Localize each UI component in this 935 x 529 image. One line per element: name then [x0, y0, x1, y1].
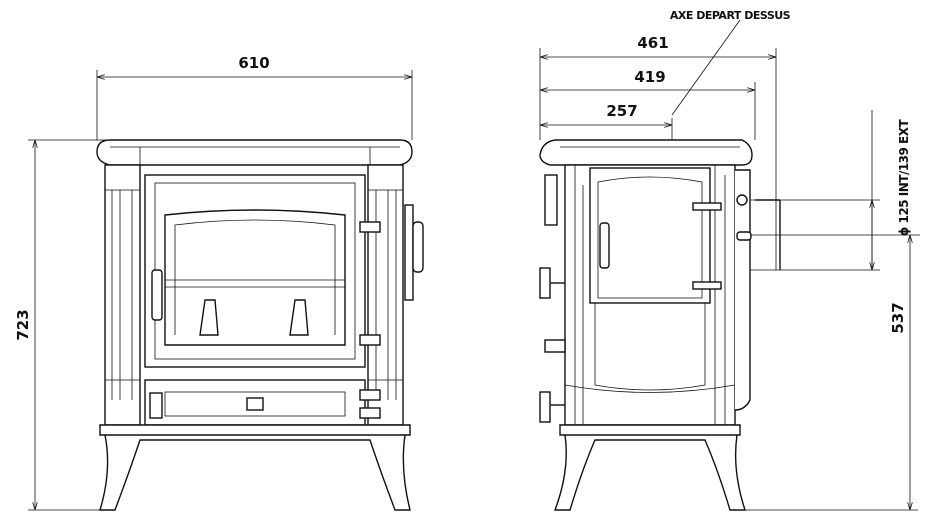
side-base	[559, 424, 741, 436]
side-control-knob	[539, 391, 551, 423]
stove-top-side	[539, 139, 753, 166]
side-door-hinge	[692, 281, 722, 290]
side-door-handle	[599, 222, 610, 269]
log-support	[289, 299, 309, 336]
flue-axis-note: AXE DEPART DESSUS	[670, 9, 791, 22]
side-control-knob	[539, 267, 551, 299]
flue-diameter-dimension: ϕ 125 INT/139 EXT	[897, 118, 911, 236]
back-panel	[734, 169, 751, 411]
leader-line	[671, 19, 741, 116]
width-dimension: 610	[238, 54, 269, 72]
depth-total-dimension: 461	[637, 34, 668, 52]
left-column	[104, 164, 141, 426]
door-handle	[151, 269, 163, 321]
side-legs	[553, 434, 746, 511]
stove-top	[96, 139, 413, 166]
side-door	[589, 167, 711, 304]
flue-axis-dimension: 257	[606, 102, 637, 120]
flue-height-dimension: 537	[889, 302, 907, 333]
height-dimension: 723	[14, 309, 32, 340]
right-column	[367, 164, 404, 426]
front-view: 610 723	[14, 54, 424, 511]
front-door	[144, 174, 366, 368]
legs	[99, 434, 411, 511]
door-glass	[164, 209, 346, 346]
log-support	[199, 299, 219, 336]
air-control	[246, 397, 264, 411]
side-door-hinge	[692, 202, 722, 211]
door-hinge	[359, 221, 381, 233]
door-hinge	[359, 334, 381, 346]
base	[99, 424, 411, 436]
depth-body-dimension: 419	[634, 68, 665, 86]
side-handle	[412, 221, 424, 273]
side-view: 461 419 257 AXE DEPART DESSUS ϕ 125 INT/…	[539, 9, 920, 511]
